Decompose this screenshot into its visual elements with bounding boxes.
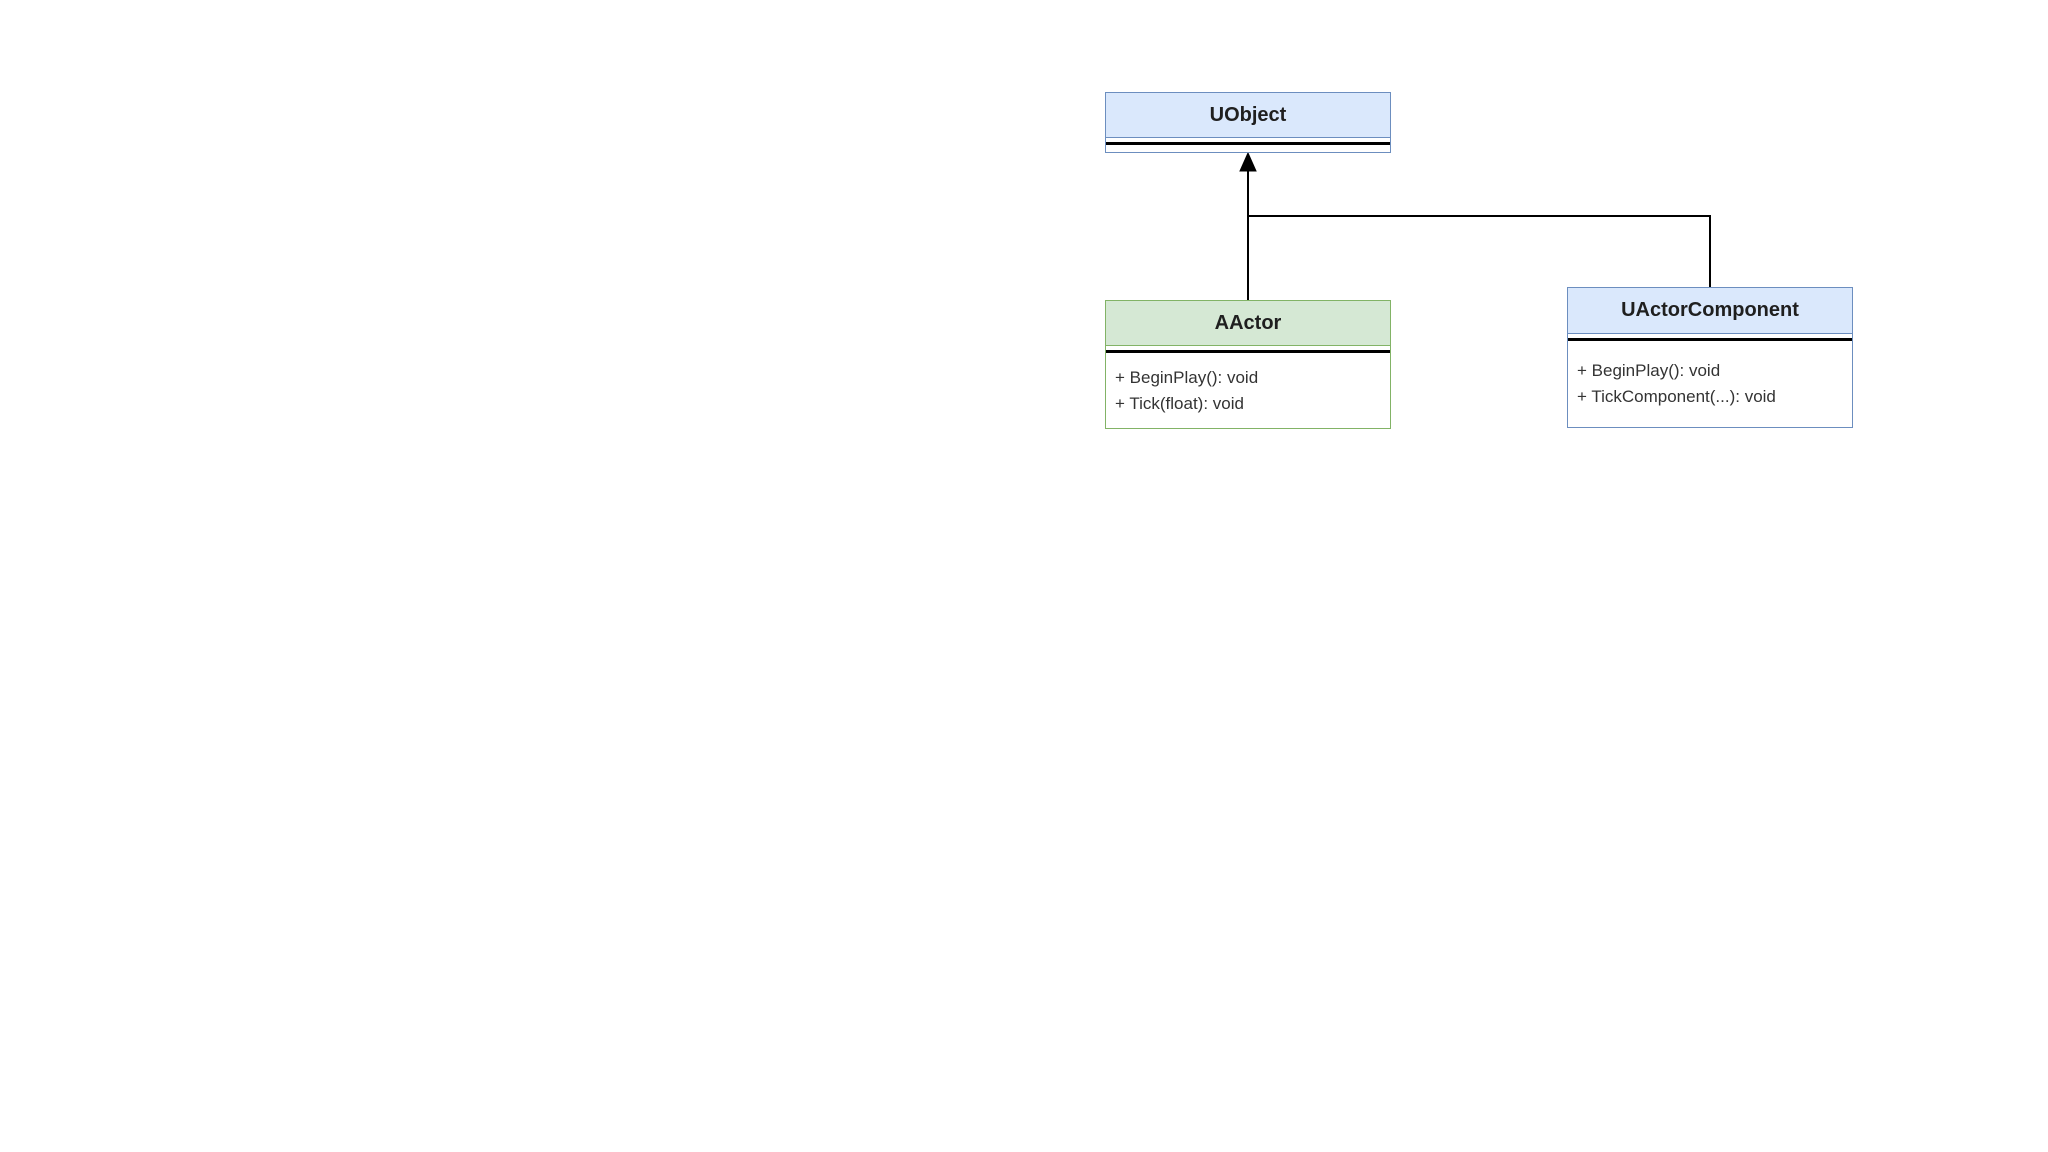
- uml-class-uobject[interactable]: UObject: [1105, 92, 1391, 153]
- methods-compartment: + BeginPlay(): void + Tick(float): void: [1106, 353, 1390, 428]
- method-label: + BeginPlay(): void: [1115, 367, 1259, 387]
- empty-compartment: [1106, 346, 1390, 350]
- methods-compartment: [1106, 145, 1390, 152]
- methods-compartment: + BeginPlay(): void + TickComponent(...)…: [1568, 341, 1852, 427]
- edge-aactor-to-uobject[interactable]: [1239, 151, 1257, 300]
- method-label: + Tick(float): void: [1115, 393, 1244, 413]
- empty-compartment: [1568, 334, 1852, 338]
- inheritance-arrowhead-icon: [1239, 151, 1257, 172]
- empty-compartment: [1106, 138, 1390, 142]
- method-label: + BeginPlay(): void: [1577, 361, 1721, 380]
- method-label: + TickComponent(...): void: [1577, 387, 1776, 406]
- compartment-divider: [1106, 142, 1390, 145]
- class-name-label: UObject: [1106, 93, 1390, 138]
- compartment-divider: [1106, 350, 1390, 353]
- uml-class-uactorcomponent[interactable]: UActorComponent + BeginPlay(): void + Ti…: [1567, 287, 1853, 428]
- class-name-label: UActorComponent: [1568, 288, 1852, 334]
- class-name-label: AActor: [1106, 301, 1390, 346]
- compartment-divider: [1568, 338, 1852, 341]
- uml-class-aactor[interactable]: AActor + BeginPlay(): void + Tick(float)…: [1105, 300, 1391, 429]
- edge-line-branch[interactable]: [1248, 215, 1711, 287]
- edge-uactorcomponent-to-uobject[interactable]: [1248, 215, 1711, 287]
